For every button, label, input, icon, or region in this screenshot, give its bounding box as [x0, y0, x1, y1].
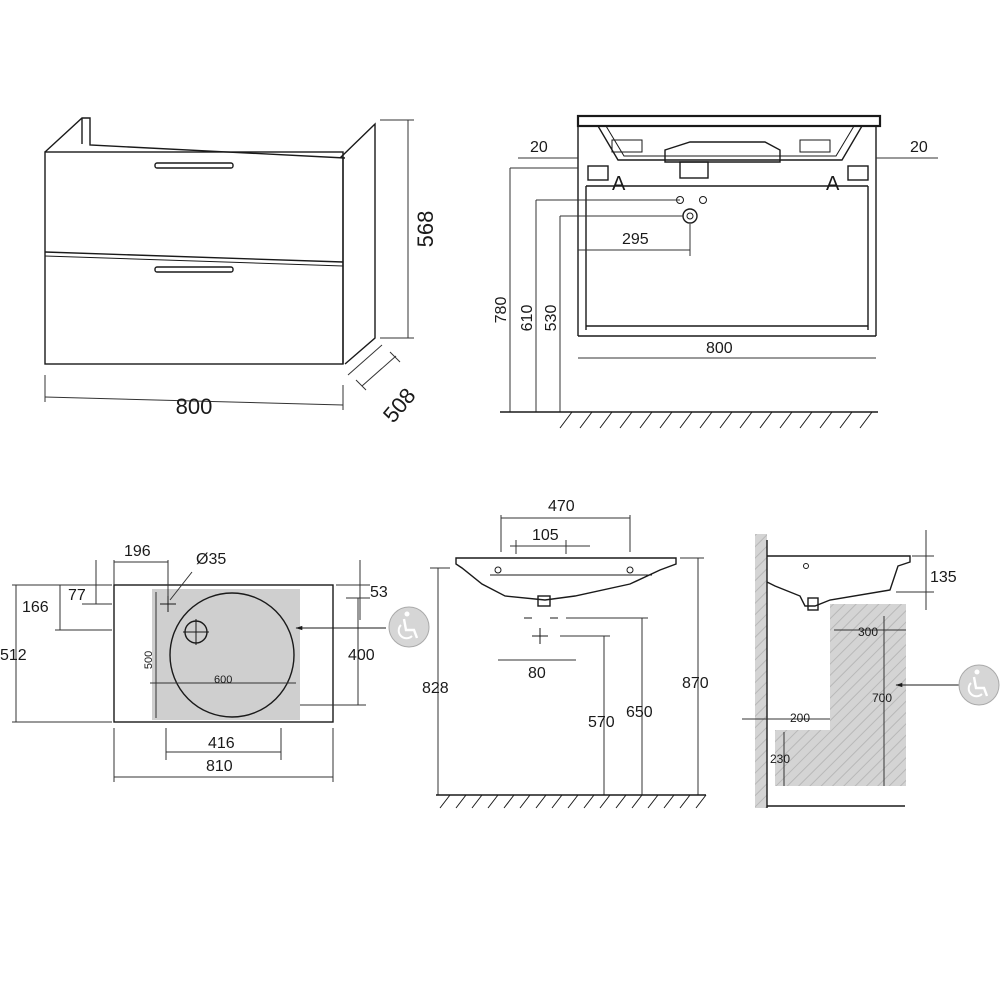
dim-105: 105 — [532, 527, 559, 544]
dim-512: 512 — [0, 647, 27, 664]
dim-400: 400 — [348, 647, 375, 664]
section-marker-a-right: A — [826, 173, 840, 195]
dim-hole-diameter: Ø35 — [196, 551, 226, 568]
dim-500: 500 — [143, 651, 155, 669]
dim-hole-offset: 295 — [622, 231, 649, 248]
dim-570: 570 — [588, 714, 615, 731]
dim-height-780: 780 — [493, 297, 510, 324]
dim-80: 80 — [528, 665, 546, 682]
dim-77: 77 — [68, 587, 86, 604]
wheelchair-accessibility-icon — [958, 664, 1000, 706]
dim-right-gap: 20 — [910, 139, 928, 156]
dim-cabinet-height: 568 — [413, 211, 438, 248]
dim-height-530: 530 — [543, 305, 560, 332]
basin-front-view: 470 105 80 828 570 650 870 — [422, 498, 709, 809]
floor-hatch — [559, 411, 873, 429]
dim-870: 870 — [682, 675, 709, 692]
dim-135: 135 — [930, 569, 957, 586]
dim-200: 200 — [790, 711, 810, 725]
dim-tap-offset-196: 196 — [124, 543, 151, 560]
drawer-handle-bottom — [154, 266, 234, 273]
dim-650: 650 — [626, 704, 653, 721]
dim-height-610: 610 — [519, 305, 536, 332]
dim-cabinet-depth: 508 — [378, 383, 421, 427]
dim-230: 230 — [770, 752, 790, 766]
dim-810: 810 — [206, 758, 233, 775]
dim-cabinet-width: 800 — [176, 394, 213, 419]
drawer-handle-top — [154, 162, 234, 169]
basin-top-view: 196 Ø35 166 77 512 53 400 500 600 416 — [0, 543, 430, 782]
wheelchair-accessibility-icon — [388, 606, 430, 648]
cabinet-iso-view: 568 800 508 — [44, 117, 438, 427]
section-marker-a-left: A — [612, 173, 626, 195]
dim-470: 470 — [548, 498, 575, 515]
cabinet-front-view: A A 20 20 295 800 780 610 530 — [493, 114, 938, 429]
basin-side-view: 135 300 700 200 230 — [742, 530, 1000, 808]
dim-300: 300 — [858, 625, 878, 639]
dim-600: 600 — [214, 674, 232, 686]
dim-53: 53 — [370, 584, 388, 601]
dim-700: 700 — [872, 691, 892, 705]
dim-cabinet-front-width: 800 — [706, 340, 733, 357]
dim-416: 416 — [208, 735, 235, 752]
dim-828: 828 — [422, 680, 449, 697]
dim-166: 166 — [22, 599, 49, 616]
dim-left-gap: 20 — [530, 139, 548, 156]
